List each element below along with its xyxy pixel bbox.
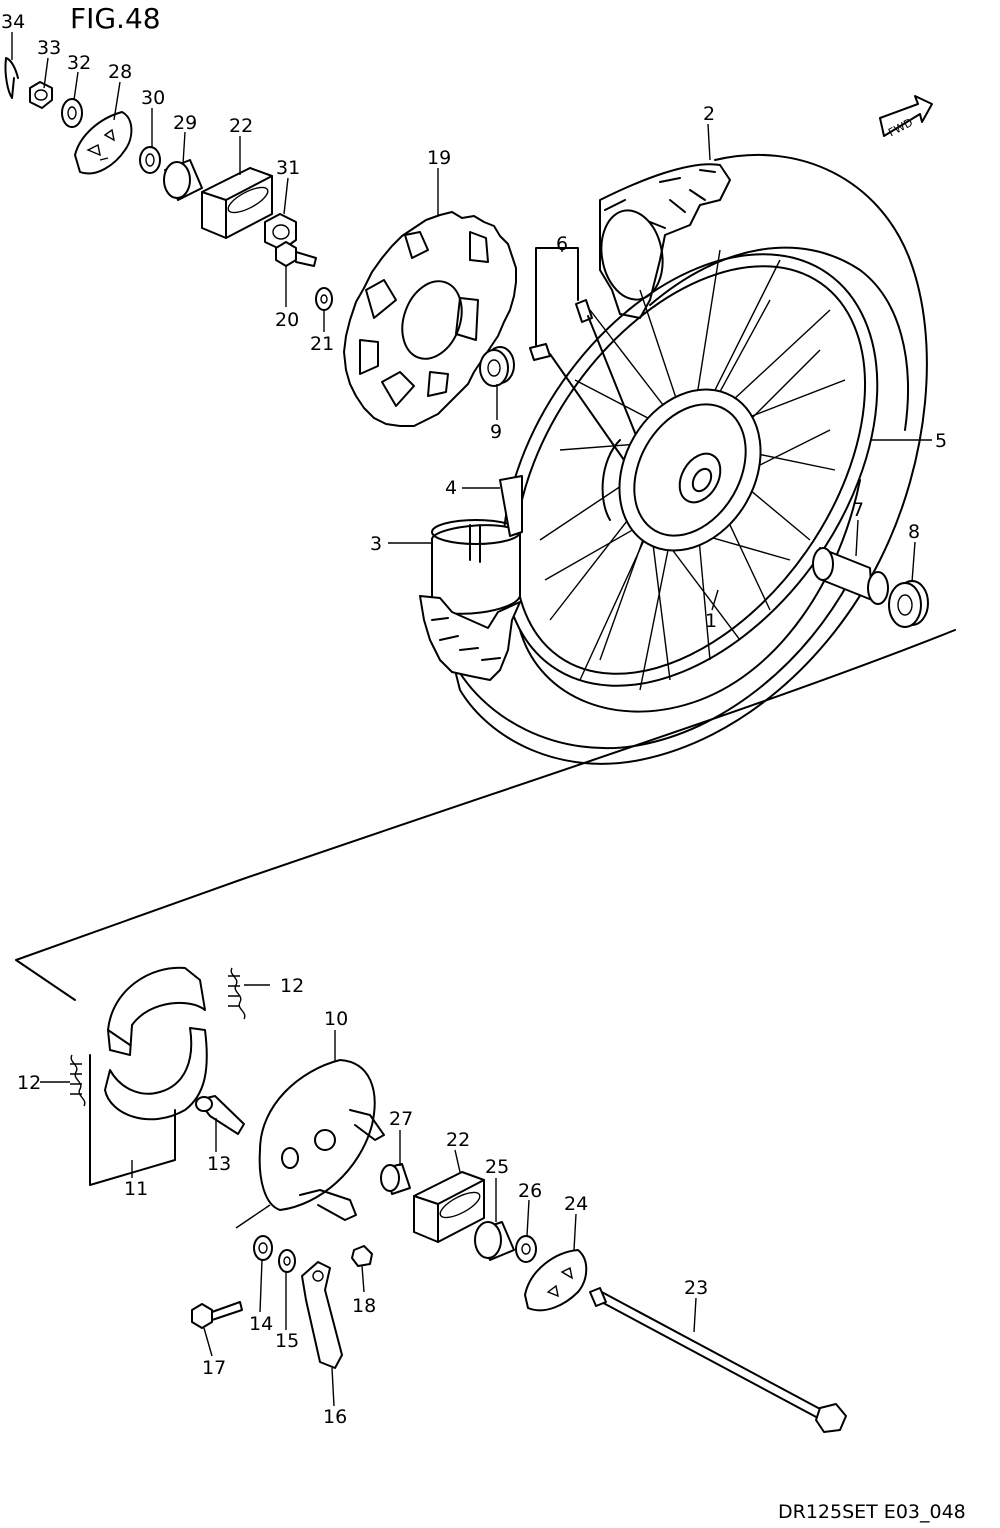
part-33-nut xyxy=(29,81,53,109)
label-22-bottom: 22 xyxy=(446,1129,470,1151)
part-labels: 34 33 32 28 30 29 22 31 20 21 19 9 6 2 5… xyxy=(1,11,947,1428)
label-7: 7 xyxy=(852,499,864,521)
part-11-brake-shoes xyxy=(89,966,208,1186)
part-23-axle xyxy=(589,1287,847,1433)
part-25-spacer xyxy=(474,1221,515,1261)
label-11: 11 xyxy=(124,1178,148,1200)
label-27: 27 xyxy=(389,1108,413,1130)
part-26-washer xyxy=(515,1235,537,1263)
label-12-right: 12 xyxy=(280,975,304,997)
label-5: 5 xyxy=(935,430,947,452)
label-30: 30 xyxy=(141,87,165,109)
part-19-sprocket xyxy=(343,211,517,427)
tire-knobs-left xyxy=(419,595,521,681)
label-29: 29 xyxy=(173,112,197,134)
label-14: 14 xyxy=(249,1313,273,1335)
part-29-spacer xyxy=(163,159,203,201)
part-24-adjuster-plate xyxy=(524,1249,588,1312)
part-27-collar xyxy=(380,1163,411,1195)
label-18: 18 xyxy=(352,1295,376,1317)
label-23: 23 xyxy=(684,1277,708,1299)
part-31-nut xyxy=(264,213,297,251)
label-17: 17 xyxy=(202,1357,226,1379)
label-4: 4 xyxy=(445,477,457,499)
part-9-collar xyxy=(479,346,515,387)
label-24: 24 xyxy=(564,1193,588,1215)
label-25: 25 xyxy=(485,1156,509,1178)
fwd-label: FWD xyxy=(886,116,915,140)
part-20-bolt xyxy=(275,241,317,267)
fwd-arrow-icon: FWD xyxy=(879,95,933,140)
part-12-spring-left xyxy=(70,1054,86,1107)
figure-title: FIG.48 xyxy=(70,2,161,35)
part-14-washer xyxy=(253,1235,273,1261)
part-15-washer xyxy=(278,1249,296,1273)
part-28-adjuster-plate xyxy=(74,111,133,175)
label-16: 16 xyxy=(323,1406,347,1428)
part-17-bolt xyxy=(191,1301,243,1329)
label-8: 8 xyxy=(908,521,920,543)
label-33: 33 xyxy=(37,37,61,59)
part-4-rim-band xyxy=(499,475,523,537)
part-34-cotter-pin xyxy=(4,57,19,99)
part-13-brake-cam xyxy=(195,1095,245,1135)
label-9: 9 xyxy=(490,421,502,443)
part-32-washer xyxy=(61,98,83,128)
part-18-nut xyxy=(351,1245,373,1267)
part-22-chain-adjuster-bottom xyxy=(413,1171,485,1243)
label-1: 1 xyxy=(705,610,717,632)
label-20: 20 xyxy=(275,309,299,331)
label-32: 32 xyxy=(67,52,91,74)
label-34: 34 xyxy=(1,11,25,33)
part-30-washer xyxy=(139,146,161,174)
label-3: 3 xyxy=(370,533,382,555)
label-19: 19 xyxy=(427,147,451,169)
label-22-top: 22 xyxy=(229,115,253,137)
drawing-code: DR125SET E03_048 xyxy=(778,1501,966,1523)
label-21: 21 xyxy=(310,333,334,355)
part-16-cam-lever xyxy=(301,1261,343,1369)
part-7-spacer xyxy=(812,547,889,605)
label-2: 2 xyxy=(703,103,715,125)
part-22-chain-adjuster-top xyxy=(201,167,273,239)
leader-lines xyxy=(11,32,932,1407)
part-12-spring-right xyxy=(228,967,246,1020)
part-3-tube xyxy=(431,519,521,615)
label-10: 10 xyxy=(324,1008,348,1030)
label-26: 26 xyxy=(518,1180,542,1202)
label-13: 13 xyxy=(207,1153,231,1175)
label-15: 15 xyxy=(275,1330,299,1352)
label-28: 28 xyxy=(108,61,132,83)
label-31: 31 xyxy=(276,157,300,179)
label-6: 6 xyxy=(556,233,568,255)
part-21-washer xyxy=(315,287,333,311)
section-separator-line xyxy=(15,629,956,1001)
part-10-brake-panel xyxy=(258,1059,385,1221)
part-8-seal xyxy=(888,580,929,628)
label-12-left: 12 xyxy=(17,1072,41,1094)
